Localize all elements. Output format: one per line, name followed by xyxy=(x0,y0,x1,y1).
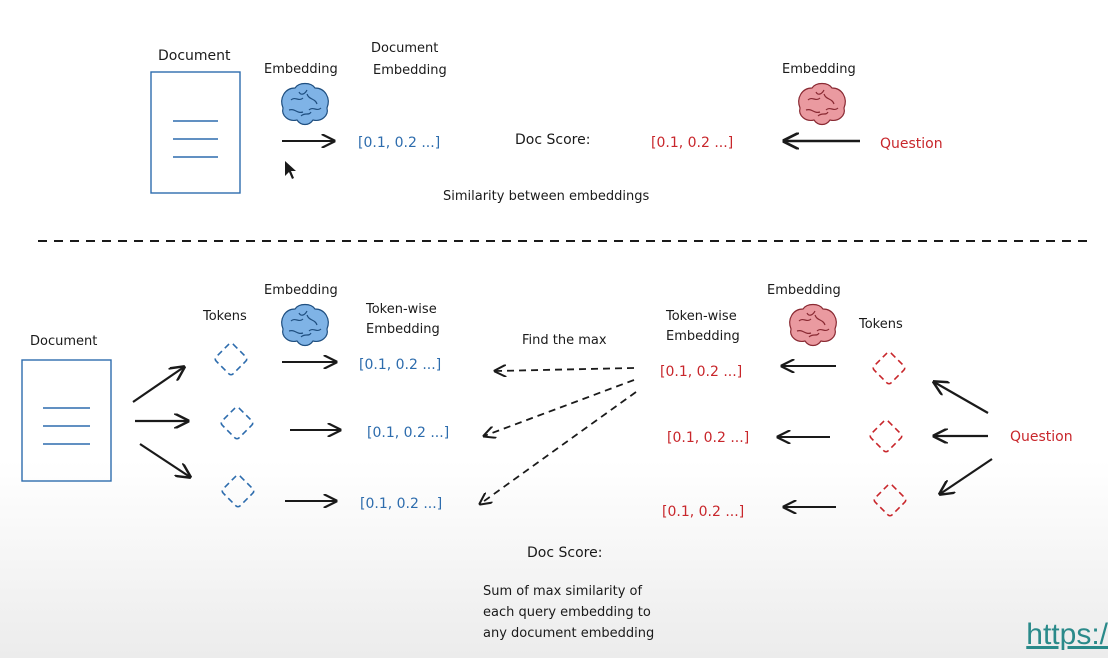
bottom-tokenwise-label-left-1: Token-wise xyxy=(365,302,437,317)
question-to-token-arrows xyxy=(934,382,993,494)
query-vector-3: [0.1, 0.2 ...] xyxy=(662,504,744,520)
doc-to-token-arrows xyxy=(132,367,190,477)
bottom-tokenwise-label-right-1: Token-wise xyxy=(665,309,737,324)
bottom-brain-icon-query xyxy=(789,303,837,347)
score-desc-line-2: each query embedding to xyxy=(483,605,651,620)
top-document-label: Document xyxy=(158,48,231,64)
bottom-doc-score-label: Doc Score: xyxy=(527,545,602,561)
bottom-tokenwise-label-right-2: Embedding xyxy=(666,329,740,344)
token-to-embedding-arrows xyxy=(282,362,340,501)
bottom-document-label: Document xyxy=(30,334,97,349)
doc-token-icon-3 xyxy=(220,473,256,509)
top-caption: Similarity between embeddings xyxy=(443,189,649,204)
doc-token-icon-2 xyxy=(219,405,255,441)
query-vector-1: [0.1, 0.2 ...] xyxy=(660,364,742,380)
bottom-document-icon xyxy=(21,359,112,482)
query-token-icon-2 xyxy=(868,418,904,454)
doc-vector-3: [0.1, 0.2 ...] xyxy=(360,496,442,512)
top-doc-score-label: Doc Score: xyxy=(515,132,590,148)
find-max-arrows xyxy=(480,368,637,504)
bottom-tokenwise-label-left-2: Embedding xyxy=(366,322,440,337)
bottom-embedding-label-left: Embedding xyxy=(264,283,338,298)
bottom-document-lines-icon xyxy=(43,407,90,445)
score-desc-line-1: Sum of max similarity of xyxy=(483,584,642,599)
query-token-icon-1 xyxy=(871,350,907,386)
query-token-icon-3 xyxy=(872,482,908,518)
top-doc-embedding-label-2: Embedding xyxy=(373,63,447,78)
top-brain-icon-doc xyxy=(281,82,329,126)
doc-vector-2: [0.1, 0.2 ...] xyxy=(367,425,449,441)
top-document-icon xyxy=(150,71,241,194)
bottom-brain-icon-doc xyxy=(281,303,329,347)
query-token-to-embedding-arrows xyxy=(778,366,836,507)
doc-token-icon-1 xyxy=(213,341,249,377)
top-document-lines-icon xyxy=(173,120,218,158)
doc-vector-1: [0.1, 0.2 ...] xyxy=(359,357,441,373)
top-query-vector: [0.1, 0.2 ...] xyxy=(651,135,733,151)
url-link[interactable]: https:/ xyxy=(1026,618,1108,651)
bottom-embedding-label-right: Embedding xyxy=(767,283,841,298)
top-doc-embedding-label-1: Document xyxy=(371,41,438,56)
top-brain-icon-query xyxy=(798,82,846,126)
top-doc-vector: [0.1, 0.2 ...] xyxy=(358,135,440,151)
bottom-question-label: Question xyxy=(1010,429,1073,445)
top-embedding-label-right: Embedding xyxy=(782,62,856,77)
query-vector-2: [0.1, 0.2 ...] xyxy=(667,430,749,446)
score-desc-line-3: any document embedding xyxy=(483,626,654,641)
find-max-label: Find the max xyxy=(522,333,607,348)
bottom-tokens-label-right: Tokens xyxy=(858,317,903,332)
top-question-label: Question xyxy=(880,136,943,152)
top-embedding-label-left: Embedding xyxy=(264,62,338,77)
cursor-icon xyxy=(285,161,296,179)
bottom-tokens-label-left: Tokens xyxy=(202,309,247,324)
